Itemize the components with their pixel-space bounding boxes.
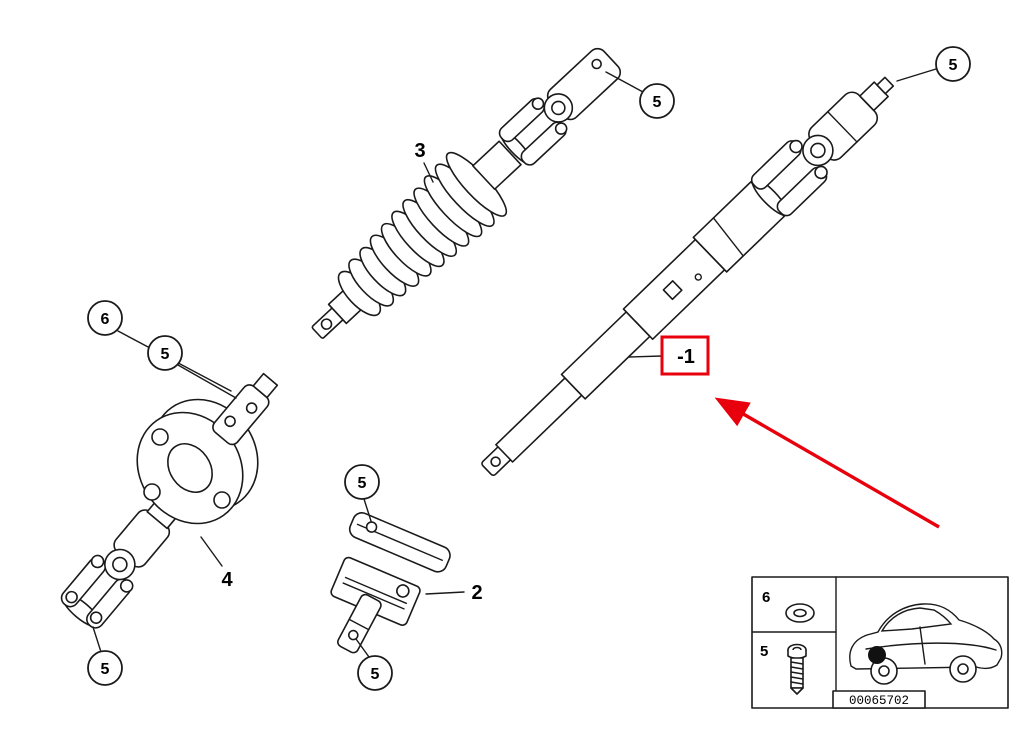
red-pointer-arrow — [714, 397, 940, 529]
callout-label: 5 — [101, 661, 110, 678]
callout-label: 5 — [358, 475, 367, 492]
part-4-label[interactable]: 4 — [221, 569, 233, 591]
location-dot — [868, 646, 886, 664]
highlight-box — [660, 335, 710, 376]
legend-washer-number: 6 — [762, 589, 770, 606]
part-2-upper-yoke — [348, 512, 451, 573]
callout-5-lower-joint[interactable]: 5 — [87, 650, 123, 686]
car-silhouette — [849, 603, 1003, 685]
part-3-shaft-with-bellows — [311, 47, 622, 339]
legend-bolt-number: 5 — [760, 643, 768, 660]
part-1-label[interactable]: -1 — [677, 346, 695, 368]
bolt-icon — [787, 643, 807, 695]
part-3-label[interactable]: 3 — [414, 140, 425, 162]
callout-5-coupling-bottom[interactable]: 5 — [357, 655, 393, 691]
callout-label: 5 — [371, 666, 380, 683]
callout-label: 6 — [101, 311, 110, 328]
callout-label: 5 — [161, 346, 170, 363]
part-4-upper-yoke — [212, 372, 279, 446]
washer-icon — [785, 603, 815, 623]
part-1-steering-shaft — [481, 76, 895, 477]
part-2-label[interactable]: 2 — [471, 582, 482, 604]
callout-label: 5 — [949, 57, 958, 74]
callout-5-flex-disc[interactable]: 5 — [147, 335, 183, 371]
legend-box: 6 5 — [751, 576, 1009, 709]
callout-6-flex-disc[interactable]: 6 — [87, 300, 123, 336]
part-2-lower-stub — [337, 593, 382, 654]
leader-lines — [92, 68, 937, 658]
callout-5-shaft1[interactable]: 5 — [935, 46, 971, 82]
diagram-code-text: 00065702 — [849, 694, 909, 708]
diagram-code: 00065702 — [832, 690, 926, 709]
part-1-highlight[interactable]: -1 — [660, 335, 710, 376]
callout-5-shaft3[interactable]: 5 — [639, 83, 675, 119]
callout-5-coupling-top[interactable]: 5 — [344, 464, 380, 500]
callout-label: 5 — [653, 94, 662, 111]
